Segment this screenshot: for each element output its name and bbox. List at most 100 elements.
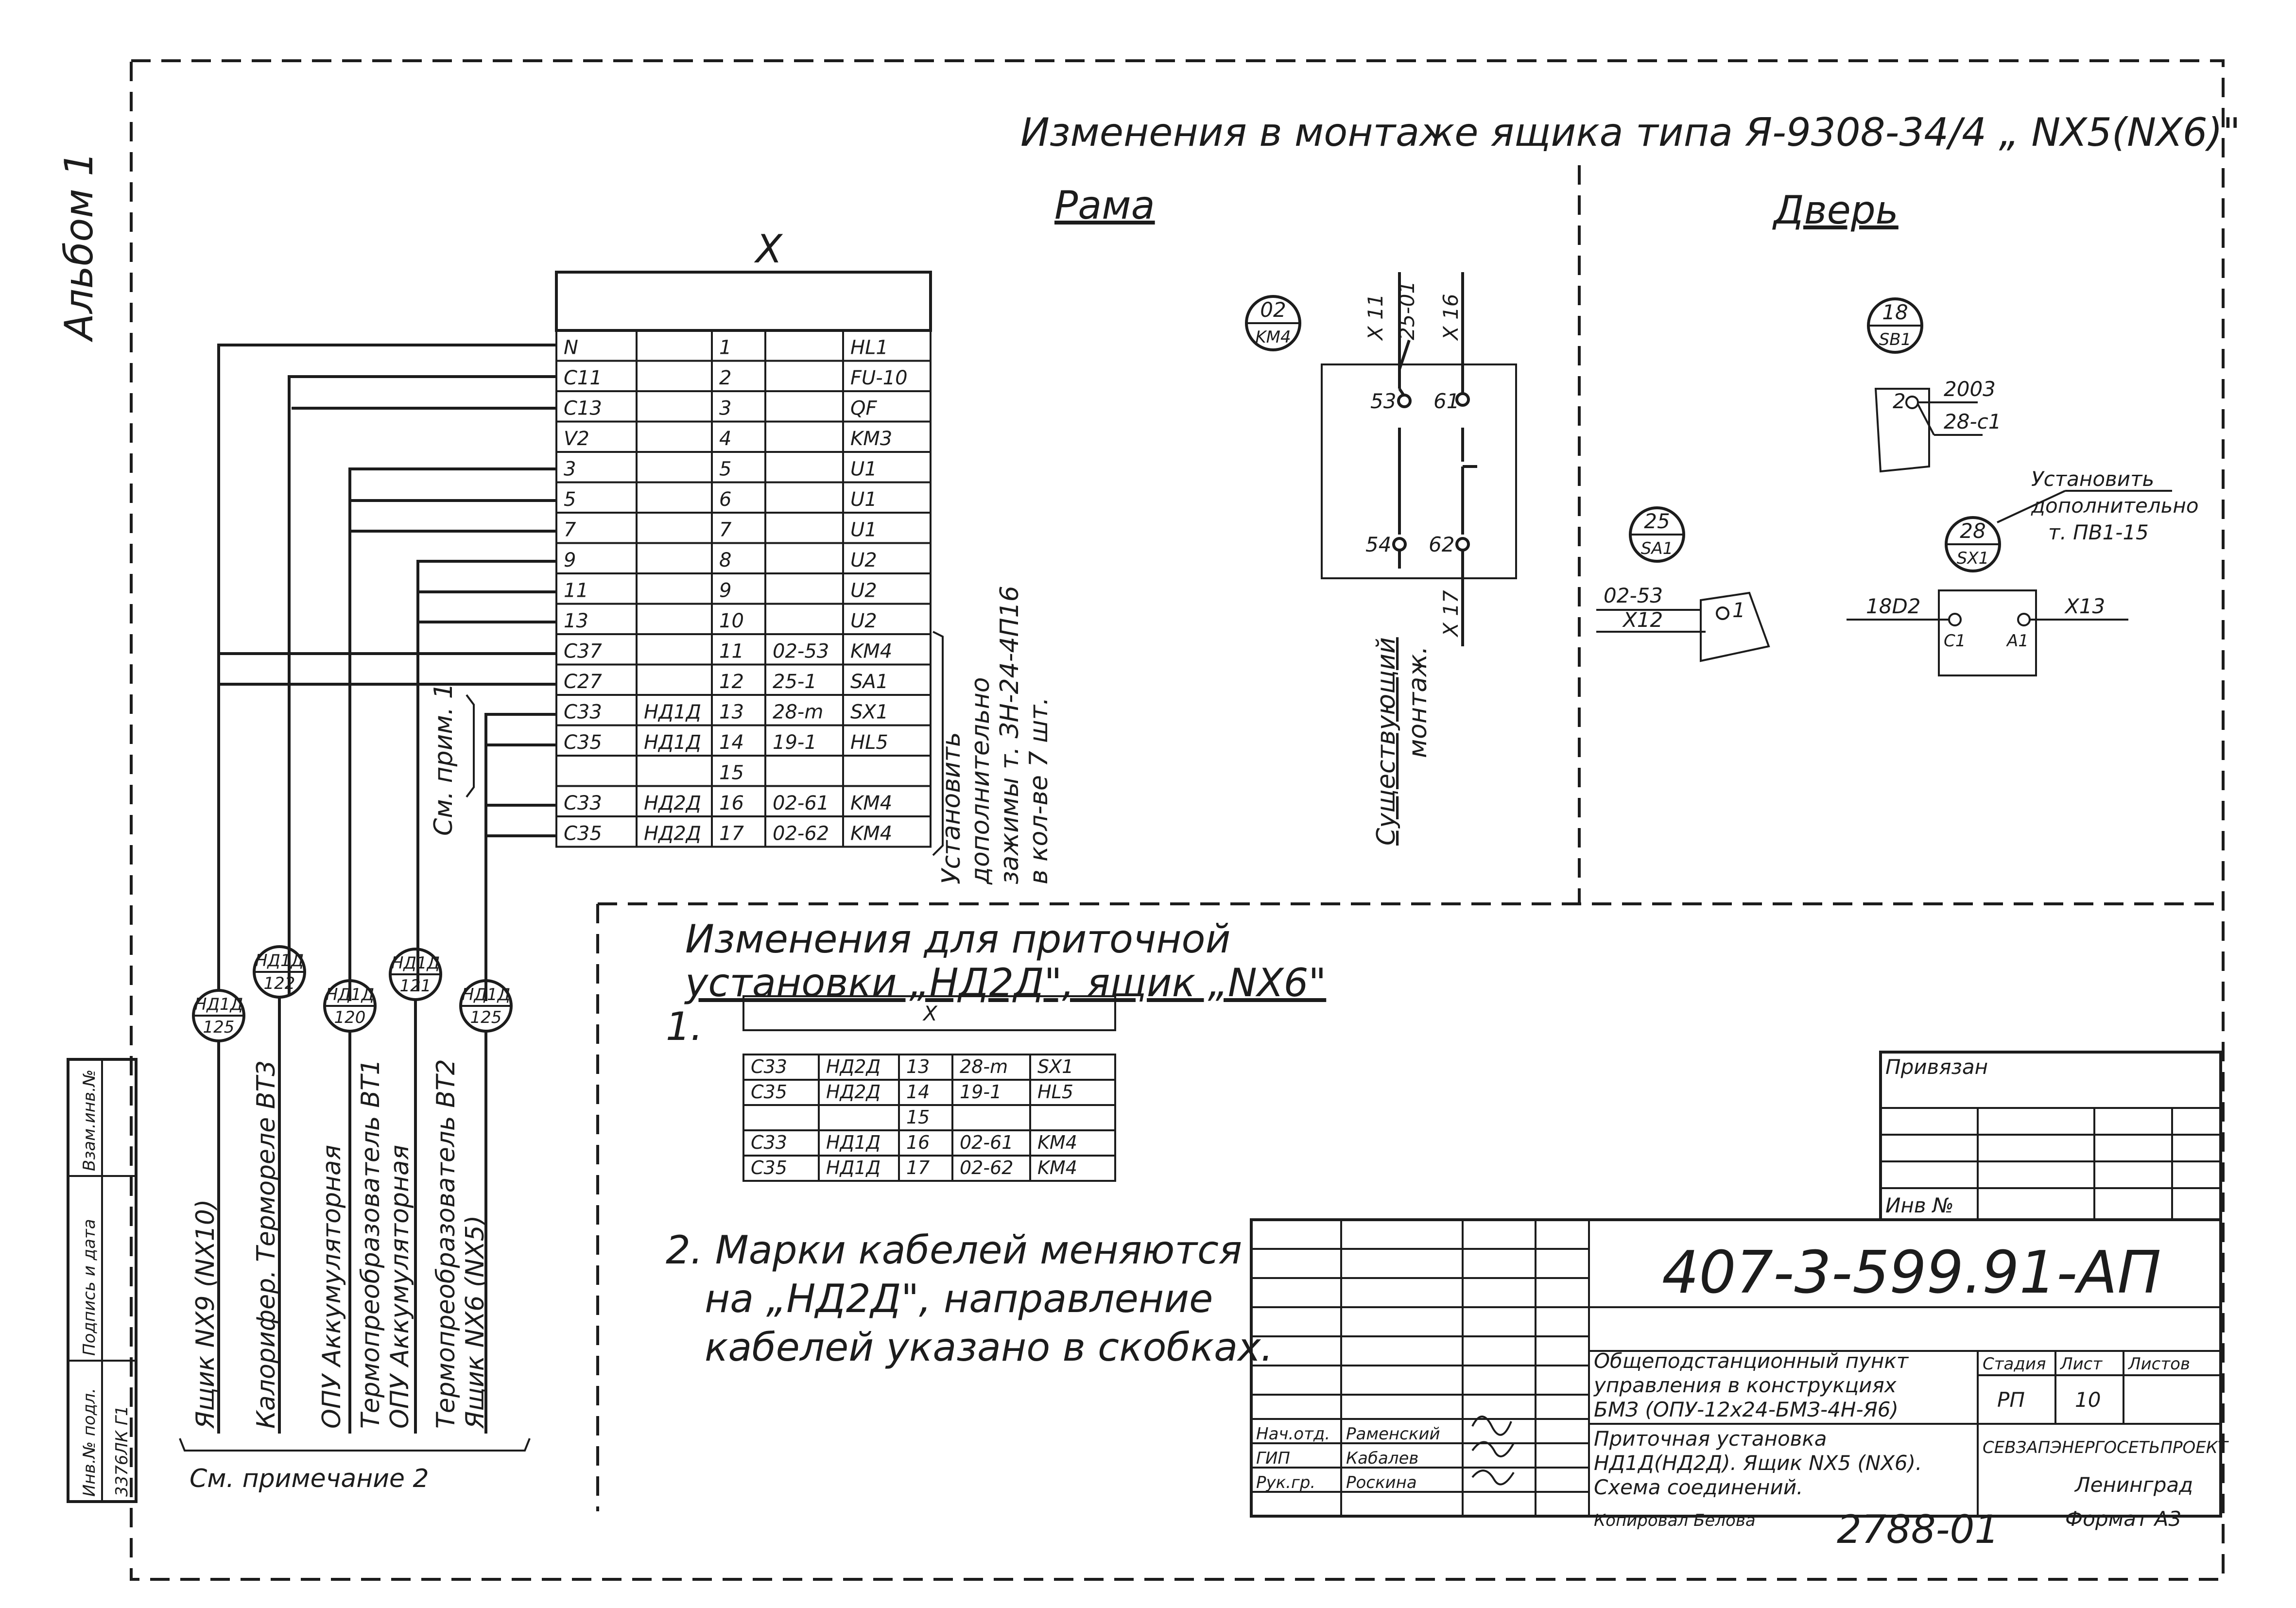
stamp-org-2: Ленинград [2074,1473,2193,1497]
terminal-block-cell: KM3 [850,428,892,450]
cable-label-3: ОПУ Аккумуляторная [317,1145,346,1429]
terminal-block-cell: C35 [564,731,602,754]
svg-text:SA1: SA1 [1641,539,1673,558]
svg-text:SB1: SB1 [1879,330,1912,349]
cable-label-5: ОПУ Аккумуляторная [385,1145,414,1429]
changes-table-cell: 02-61 [960,1132,1013,1153]
stamp-code: 407-3-599.91-АП [1662,1239,2161,1307]
terminal-block-cell: 16 [719,792,744,814]
changes-table-cell: HL5 [1037,1081,1073,1103]
frame-pin-61: 61 [1433,389,1459,413]
frame-pin-53: 53 [1370,389,1396,413]
changes-table-cell: SX1 [1037,1056,1073,1077]
terminal-block-cell: 7 [719,519,732,541]
svg-text:3376ЛК Г1: 3376ЛК Г1 [112,1405,132,1497]
terminal-block-head [555,271,932,332]
section-door-title: Дверь [1772,188,1899,233]
terminal-block-cell: FU-10 [850,367,908,389]
door-sx1-body [1938,589,2037,676]
stamp-tied: Привязан [1885,1055,1988,1079]
changes-table-cell: 14 [906,1081,930,1103]
terminal-block-cell: 28-m [773,701,823,724]
stamp-number: 2788-01 [1837,1507,1999,1552]
frame-existing-2: монтаж. [1403,646,1433,758]
frame-existing-1: Существующий [1372,637,1401,846]
svg-text:НД1Д: НД1Д [255,951,304,970]
door-sx1-pin-a1: A1 [2006,631,2029,651]
see-note-2-brace [179,1438,531,1452]
svg-text:121: 121 [400,976,432,996]
stamp-org-1: СЕВЗАПЭНЕРГОСЕТЬПРОЕКТ [1983,1438,2229,1457]
svg-text:НД1Д: НД1Д [391,953,440,973]
terminal-block-cell: 9 [564,549,576,571]
svg-text:НД1Д: НД1Д [194,995,243,1014]
terminal-block-cell: 10 [719,610,744,632]
terminal-block-cell: KM4 [850,823,892,845]
svg-text:в кол-ве 7 шт.: в кол-ве 7 шт. [1024,697,1053,884]
changes-table-cell: 15 [906,1107,930,1128]
title-block [1250,1051,2222,1518]
frame-wire-x16: X 16 [1439,294,1463,341]
cable-tag-3: НД1Д 120 [323,979,377,1033]
door-sx1-tag: 28 SX1 [1945,516,2001,572]
stamp-sheet-3: Схема соединений. [1594,1475,1803,1499]
terminal-block-cell: 3 [564,458,576,481]
terminal-block-cell: N [564,337,578,359]
see-note-1: См. прим. 1 [429,683,458,836]
terminal-block-cell: 19-1 [773,731,817,754]
cable-label-6: Термопреобразователь ВТ2 [432,1059,461,1429]
terminal-block-cell: НД2Д [644,792,701,814]
terminal-block-cell: 2 [719,367,731,389]
door-sa1-wires [1596,606,1729,633]
changes-table-cell: 13 [906,1056,930,1077]
changes-table-cell: C35 [751,1157,787,1178]
changes-table-cell: 17 [906,1157,930,1178]
terminal-block-cell: 7 [564,519,576,541]
door-sb1-wire-2: 28-с1 [1944,410,2001,433]
changes-table-cell: НД1Д [826,1157,880,1178]
door-sa1-wire-1: 02-53 [1604,584,1663,607]
changes-table-cell: НД2Д [826,1056,880,1077]
svg-text:KM4: KM4 [1255,328,1291,347]
changes-note-2-c: кабелей указано в скобках. [705,1325,1273,1370]
stamp-list-header: Лист [2059,1354,2103,1374]
side-stamp: Взам.инв.№ Подпись и дата Инв.№ подл. 33… [67,1058,138,1503]
cable-labels [217,996,487,1434]
changes-table-cell: 02-62 [960,1157,1013,1178]
terminal-block-cell: C13 [564,398,602,420]
cable-label-7: Ящик NX6 (NX5) [461,1215,490,1429]
terminal-block-cell: HL5 [850,731,888,754]
sheet-border [130,59,2225,1581]
changes-table-name: X [922,1002,938,1025]
svg-text:НД1Д: НД1Д [462,985,510,1004]
cable-label-4: Термопреобразователь ВТ1 [356,1059,385,1429]
terminal-block-cell: 6 [719,488,731,511]
svg-text:SX1: SX1 [1957,549,1989,568]
changes-table-cell: 19-1 [960,1081,1001,1103]
svg-text:18: 18 [1882,300,1908,324]
cable-tag-5: НД1Д 125 [459,979,513,1033]
terminal-block-name: X [754,226,783,272]
changes-table-cell: C33 [751,1132,787,1153]
terminal-block-cell: C33 [564,701,602,724]
svg-text:дополнительно: дополнительно [966,677,995,885]
svg-text:Взам.инв.№: Взам.инв.№ [80,1070,99,1171]
svg-text:125: 125 [203,1018,235,1037]
section-frame-title: Рама [1054,183,1155,228]
terminal-block-cell: C33 [564,792,602,814]
stamp-lists-header: Листов [2127,1354,2190,1374]
stamp-list: 10 [2075,1388,2101,1412]
svg-text:02: 02 [1260,298,1286,322]
stamp-role-1: Нач.отд. [1256,1424,1330,1444]
frame-wire-25-01: 25-01 [1395,281,1419,340]
terminal-block-cell: 8 [719,549,731,571]
door-sx1-note-3: т. ПВ1-15 [2048,520,2149,544]
cable-label-2: Калорифер. Термореле ВТ3 [252,1060,281,1429]
terminal-block-cell: U1 [850,519,877,541]
terminal-block-cell: 02-61 [773,792,829,814]
see-note-2: См. примечание 2 [190,1464,429,1493]
stamp-format: Формат А3 [2065,1507,2181,1531]
changes-table-cell: НД2Д [826,1081,880,1103]
changes-note-2-b: на „НД2Д", направление [705,1276,1213,1321]
